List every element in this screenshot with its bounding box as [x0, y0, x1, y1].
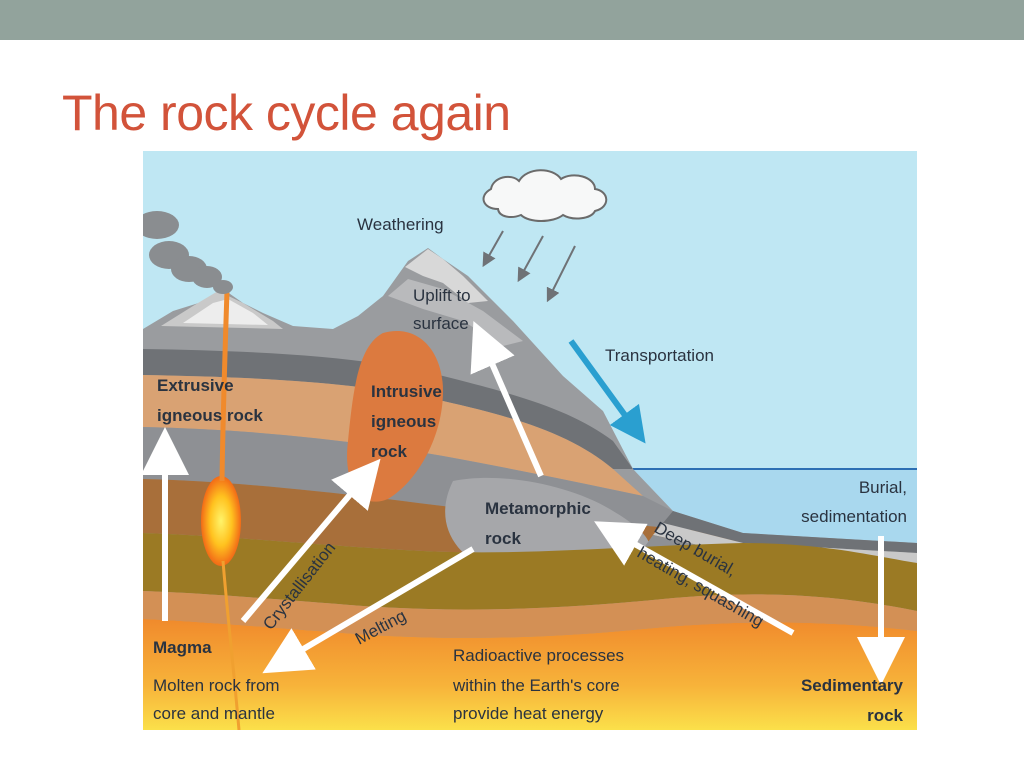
- label-sedimentary-line1: Sedimentary: [801, 676, 904, 695]
- label-intrusive-line3: rock: [371, 442, 407, 461]
- melting-arrow: [262, 546, 475, 674]
- volcano-conduit: [219, 290, 230, 482]
- rock-cycle-diagram: Weathering Uplift to surface Transportat…: [143, 151, 917, 730]
- label-uplift-line2: surface: [413, 314, 469, 333]
- label-extrusive-line2: igneous rock: [157, 406, 263, 425]
- label-sedimentary-line2: rock: [867, 706, 903, 725]
- label-extrusive-line1: Extrusive: [157, 376, 234, 395]
- label-magma: Magma: [153, 638, 212, 657]
- sea-floor-layers-dark: [663, 511, 917, 553]
- mantle-zone: [143, 619, 917, 730]
- deep-burial-arrow: [594, 521, 795, 636]
- label-weathering: Weathering: [357, 215, 444, 234]
- label-metamorphic-line1: Metamorphic: [485, 499, 591, 518]
- label-intrusive-line1: Intrusive: [371, 382, 442, 401]
- uplift-arrow: [470, 321, 544, 478]
- label-transportation: Transportation: [605, 346, 714, 365]
- crystallisation-arrow: [240, 458, 381, 623]
- sea: [633, 469, 917, 543]
- transportation-arrow: [568, 339, 646, 444]
- label-uplift-line1: Uplift to: [413, 286, 471, 305]
- rain-arrows: [482, 230, 576, 303]
- slide-title: The rock cycle again: [62, 85, 511, 141]
- process-arrows: [143, 321, 905, 685]
- top-bar: [0, 0, 1024, 40]
- label-intrusive-line2: igneous: [371, 412, 436, 431]
- label-molten-line2: core and mantle: [153, 704, 275, 723]
- label-metamorphic-line2: rock: [485, 529, 521, 548]
- cloud-icon: [482, 169, 608, 222]
- label-burial-line1: Burial,: [859, 478, 907, 497]
- volcano-smoke: [143, 211, 233, 294]
- magma-chamber: [201, 476, 241, 566]
- rock-band-dark: [143, 349, 633, 469]
- magma-conduit-lower: [221, 560, 241, 730]
- mountain-snow: [405, 249, 488, 303]
- label-burial-line2: sedimentation: [801, 507, 907, 526]
- label-radioactive-line3: provide heat energy: [453, 704, 604, 723]
- label-radioactive-line1: Radioactive processes: [453, 646, 624, 665]
- label-radioactive-line2: within the Earth's core: [452, 676, 620, 695]
- label-molten-line1: Molten rock from: [153, 676, 280, 695]
